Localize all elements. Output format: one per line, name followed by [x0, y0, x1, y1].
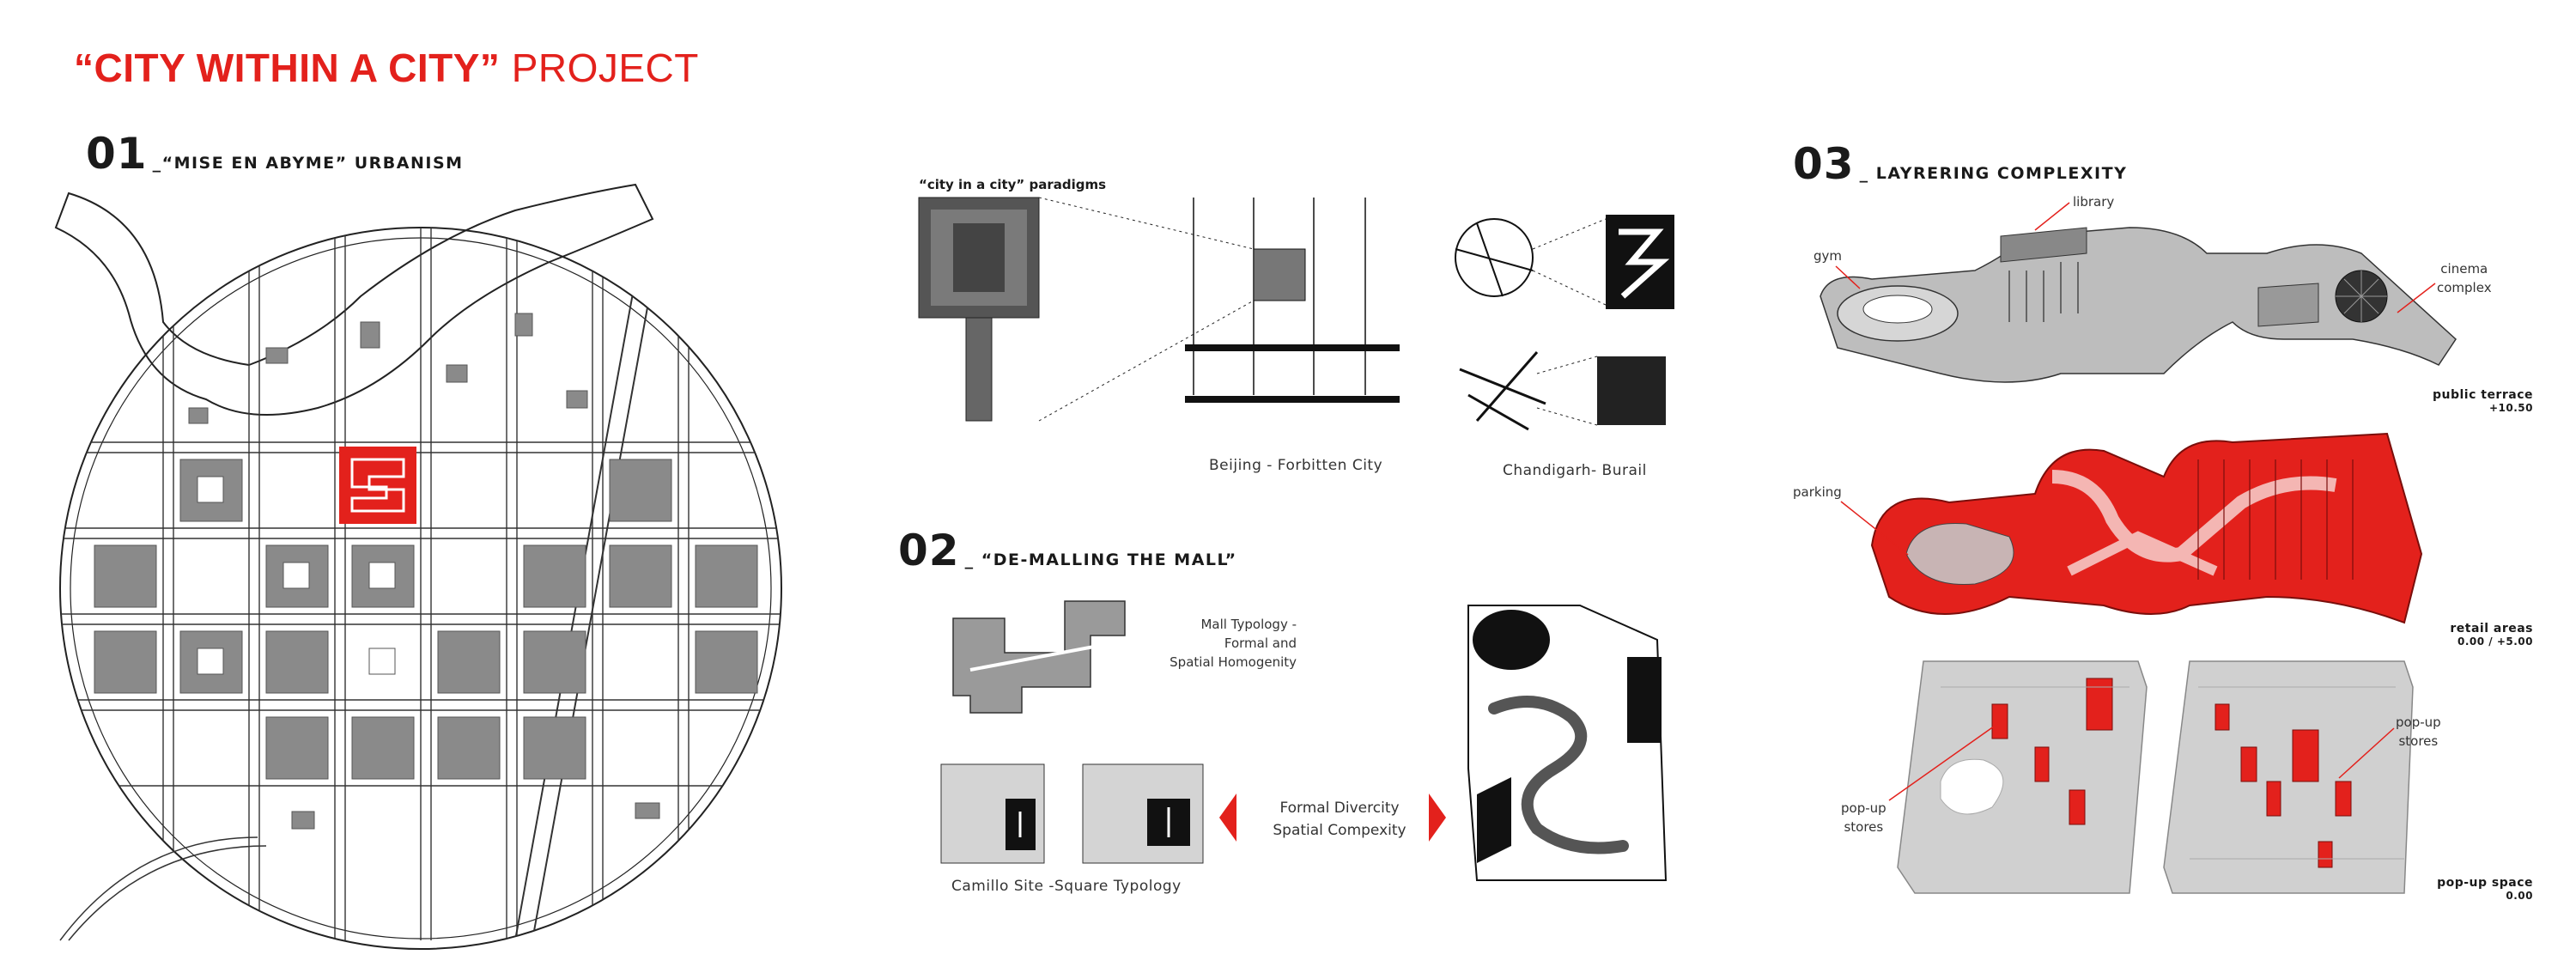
popup-line: pop-up: [2396, 715, 2441, 730]
cinema-line: complex: [2437, 280, 2492, 295]
arrow-right-icon: [1429, 794, 1446, 842]
section-label: _“MISE EN ABYME” URBANISM: [152, 154, 464, 173]
popup-line: stores: [2398, 733, 2439, 749]
level-elevation: 0.00: [2506, 890, 2533, 902]
level-name: public terrace: [2432, 388, 2533, 402]
library-label: library: [2073, 194, 2115, 210]
section-01-heading: 01_“MISE EN ABYME” URBANISM: [86, 129, 464, 179]
mall-typology-text: Mall Typology - Formal and Spatial Homog…: [1133, 615, 1297, 672]
beijing-grid: [1185, 198, 1400, 403]
title-light: PROJECT: [511, 46, 699, 90]
section-02-heading: 02_ “DE-MALLING THE MALL”: [898, 526, 1237, 575]
gym-label: gym: [1814, 248, 1843, 264]
mall-line: Formal and: [1224, 635, 1297, 651]
river: [54, 183, 654, 416]
burail-pattern-1: [1606, 215, 1674, 309]
level-retail-areas: retail areas 0.00 / +5.00: [2404, 622, 2533, 648]
new-mall-plan: [1467, 605, 1668, 881]
level-popup-space: pop-up space 0.00: [2404, 876, 2533, 902]
mall-typology-diagram: [952, 600, 1126, 714]
retail-areas-layer: [1870, 432, 2423, 624]
parking-label: parking: [1793, 484, 1842, 500]
project-title: “CITY WITHIN A CITY” PROJECT: [74, 45, 699, 91]
section-number: 03: [1793, 139, 1855, 189]
section-label: _ LAYRERING COMPLEXITY: [1859, 164, 2128, 183]
camillo-site-diagram: [940, 763, 1204, 864]
burail-pattern-2: [1597, 356, 1666, 425]
popup-line: pop-up: [1841, 800, 1886, 816]
popup-left-label: pop-up stores: [1841, 799, 1886, 836]
beijing-caption: Beijing - Forbitten City: [1209, 457, 1383, 474]
level-name: pop-up space: [2437, 876, 2533, 890]
forbidden-city-aerial: [918, 197, 1040, 422]
public-terrace-layer: [1820, 227, 2457, 383]
level-elevation: 0.00 / +5.00: [2457, 635, 2533, 648]
masterplan-drawing: [54, 183, 782, 950]
section-03-heading: 03_ LAYRERING COMPLEXITY: [1793, 139, 2127, 189]
title-bold: “CITY WITHIN A CITY”: [74, 46, 501, 90]
section-label: _ “DE-MALLING THE MALL”: [964, 550, 1237, 569]
popup-right-label: pop-up stores: [2396, 713, 2441, 751]
paradigms-heading: “city in a city” paradigms: [919, 177, 1107, 192]
paradigm-diagrams: [918, 197, 1674, 432]
highlight-block: [339, 447, 416, 524]
popup-line: stores: [1844, 819, 1884, 835]
arrow-left-icon: [1219, 794, 1236, 842]
formal-diversity-text: Formal Divercity Spatial Compexity: [1262, 797, 1417, 842]
section-number: 02: [898, 526, 960, 575]
formal-line: Spatial Compexity: [1273, 822, 1406, 839]
popup-space-layer: [1897, 660, 2414, 894]
camillo-caption: Camillo Site -Square Typology: [951, 878, 1182, 895]
chandigarh-circle-2: [1459, 350, 1546, 432]
cinema-label: cinema complex: [2437, 259, 2492, 297]
level-name: retail areas: [2450, 622, 2533, 635]
formal-line: Formal Divercity: [1279, 800, 1400, 817]
chandigarh-caption: Chandigarh- Burail: [1503, 462, 1647, 479]
level-elevation: +10.50: [2488, 402, 2533, 414]
cinema-line: cinema: [2440, 261, 2488, 277]
level-public-terrace: public terrace +10.50: [2404, 388, 2533, 414]
section-number: 01: [86, 129, 148, 179]
mall-line: Mall Typology -: [1200, 617, 1297, 632]
mall-line: Spatial Homogenity: [1170, 654, 1297, 670]
chandigarh-circle-1: [1455, 218, 1534, 297]
